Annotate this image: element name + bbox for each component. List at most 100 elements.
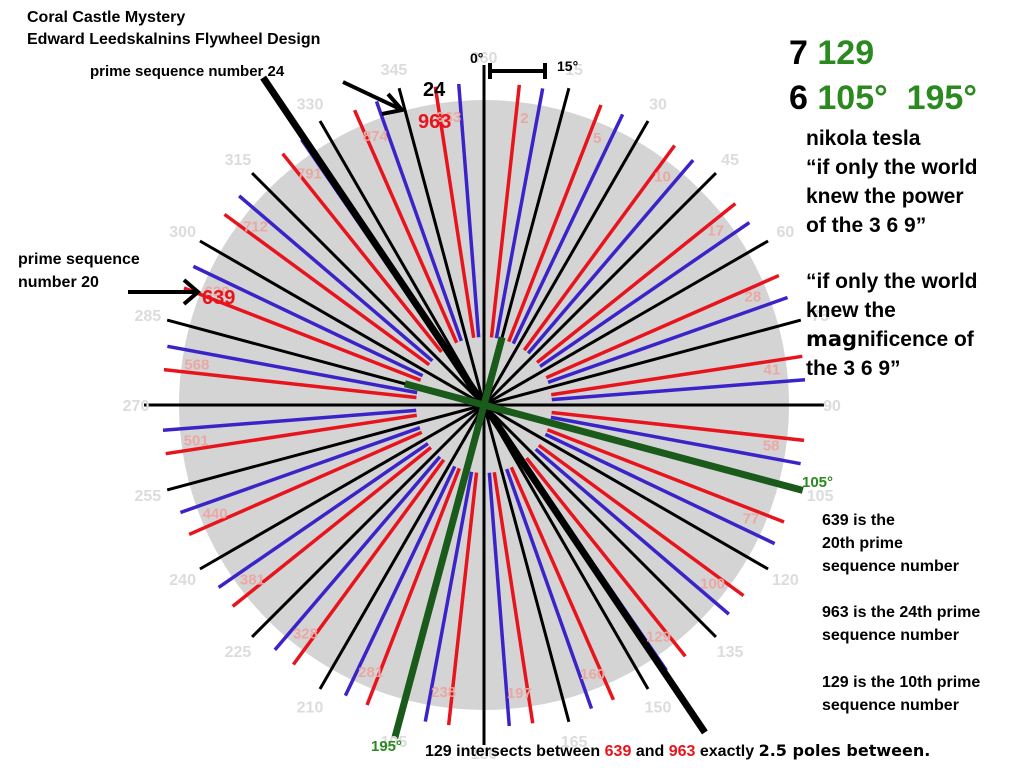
prime-label: 712 <box>243 218 268 235</box>
red-spoke <box>365 467 461 706</box>
fact-129-line-1: 129 is the 10th prime <box>822 674 981 691</box>
black-spoke <box>483 239 769 407</box>
black-spoke <box>318 120 486 406</box>
degree-label: 120 <box>772 572 799 589</box>
panel-six: 6 <box>789 79 808 117</box>
degree-label: 210 <box>297 699 324 716</box>
red-spoke <box>489 84 522 338</box>
bottom-note-emphasis: 2.5 poles between. <box>758 741 931 760</box>
title-line-1: Coral Castle Mystery <box>27 9 186 26</box>
degree-label: 300 <box>169 224 196 241</box>
red-spoke <box>223 212 431 367</box>
black-spoke <box>397 87 486 406</box>
prime-label: 440 <box>203 506 228 523</box>
fact-963-line-1: 963 is the 24th prime <box>822 604 981 621</box>
green-105-label: 105° <box>802 474 834 491</box>
blue-spoke <box>494 88 545 339</box>
blue-spoke <box>487 472 512 727</box>
fact-129-line-2: sequence number <box>822 697 959 714</box>
prime-label: 328 <box>293 626 318 643</box>
blue-spoke <box>547 295 789 384</box>
panel-195: 195° <box>906 79 977 117</box>
quote2-line-3: magnificence of <box>806 325 978 354</box>
prime-label: 129 <box>646 629 671 646</box>
degree-label: 60 <box>776 224 794 241</box>
degree-label: 255 <box>135 488 162 505</box>
blue-spoke <box>534 447 730 616</box>
callout-seq20-prime: 639 <box>202 287 236 309</box>
red-spoke <box>551 410 805 443</box>
black-spoke <box>166 403 485 492</box>
prime-label: 501 <box>184 432 209 449</box>
green-195-label: 195° <box>371 738 403 755</box>
prime-label: 238 <box>431 684 456 701</box>
red-spoke <box>492 471 535 724</box>
prime-label: 28 <box>745 288 762 305</box>
blue-spoke <box>551 377 806 402</box>
tesla-quote-2: “if only the world knew the magnificence… <box>806 267 978 383</box>
red-spoke <box>352 109 459 344</box>
arrow-seq20 <box>128 278 202 306</box>
prime-label: 17 <box>707 222 724 239</box>
blue-spoke <box>374 100 463 342</box>
degree-label: 45 <box>721 152 739 169</box>
red-spoke <box>281 152 443 354</box>
blue-spoke <box>273 455 442 651</box>
top-bracket <box>488 63 547 79</box>
prime-label: 160 <box>580 666 605 683</box>
black-spoke <box>483 318 802 407</box>
blue-spoke <box>423 471 474 722</box>
quote2-line-2: knew the <box>806 299 896 322</box>
red-spoke <box>546 428 785 524</box>
callout-seq24-prime: 963 <box>418 111 452 133</box>
black-spoke <box>318 404 486 690</box>
prime-label: 197 <box>507 685 532 702</box>
bottom-note-639: 639 <box>604 743 632 760</box>
blue-spoke <box>162 408 417 433</box>
blue-spoke <box>550 415 801 466</box>
quote1-line-4: of the 3 6 9” <box>806 214 927 237</box>
fact-963: 963 is the 24th prime sequence number <box>822 601 980 647</box>
degree-label: 270 <box>123 398 150 415</box>
quote1-line-1: nikola tesla <box>806 127 921 150</box>
prime-label: 2 <box>520 110 528 127</box>
degree-label: 180 <box>471 746 498 763</box>
red-spoke <box>507 104 603 343</box>
prime-labels-group: 2510172841587710012916019723828132838144… <box>184 109 781 702</box>
degree-label: 360 <box>471 50 498 67</box>
prime-label: 41 <box>763 362 780 379</box>
thick-spoke-seq24 <box>260 75 487 407</box>
prime-label: 281 <box>358 664 383 681</box>
red-spoke <box>537 443 745 598</box>
black-spoke <box>251 172 486 407</box>
arrow-seq24 <box>342 80 406 116</box>
prime-label: 568 <box>184 357 209 374</box>
panel-line-2: 6 105° 195° <box>789 79 977 118</box>
prime-label: 100 <box>700 576 725 593</box>
fact-639-line-3: sequence number <box>822 558 959 575</box>
callout-seq24-number: 24 <box>423 79 446 101</box>
black-spoke <box>482 403 717 638</box>
prime-label: 791 <box>297 165 322 182</box>
quote2-rest: nificence of <box>857 328 974 351</box>
green-spoke-285 <box>403 380 485 409</box>
bottom-note-part-1: 129 intersects between <box>425 743 601 760</box>
red-spoke <box>545 273 780 380</box>
red-spoke <box>188 430 423 537</box>
black-spoke <box>483 403 769 571</box>
degree-label: 30 <box>649 97 667 114</box>
bottom-note-part-2: and <box>635 743 665 760</box>
red-spoke <box>525 456 687 658</box>
red-spoke <box>231 446 433 608</box>
green-spoke-15 <box>480 336 506 406</box>
tesla-quote-1: nikola tesla “if only the world knew the… <box>806 124 978 240</box>
green-spoke-195 <box>391 404 488 740</box>
red-spoke <box>550 354 803 397</box>
quote2-emphasis: mag <box>806 327 858 351</box>
blue-spoke <box>456 83 481 338</box>
red-spoke <box>522 144 677 352</box>
degree-label: 135 <box>717 644 744 661</box>
blue-spoke <box>511 113 625 345</box>
callout-seq20-label-1: prime sequence <box>18 251 140 268</box>
